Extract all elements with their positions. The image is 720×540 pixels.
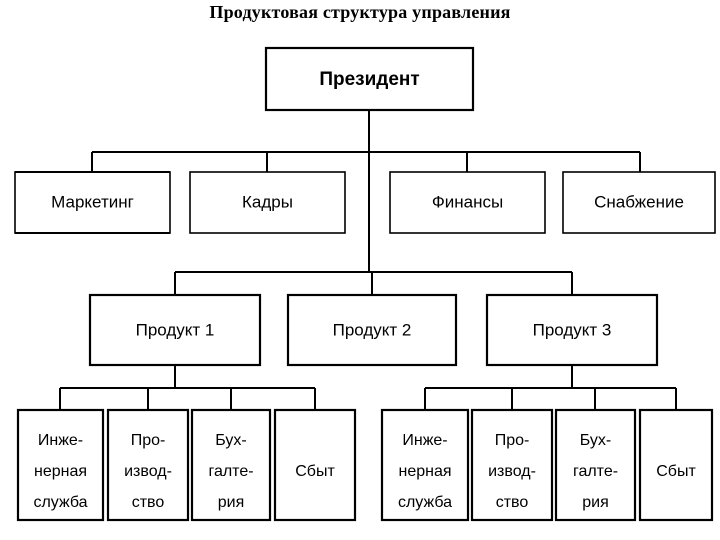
node-finance[interactable]: Финансы [389,171,546,234]
node-p1-engineering-label-line-2: нерная [34,463,87,480]
node-p3-accounting-label-line-1: Бух- [580,432,611,449]
node-hr[interactable]: Кадры [189,171,346,234]
node-p3-accounting[interactable]: Бух- галте- рия [554,408,637,522]
node-president-label: Президент [319,69,419,90]
node-p3-sales-label: Сбыт [656,463,696,480]
node-p1-engineering-label-line-3: служба [33,494,87,511]
node-product-1-box[interactable] [88,293,262,367]
connector-layer [59,110,677,410]
node-supply-label: Снабжение [594,192,684,211]
node-hr-box[interactable] [189,171,346,234]
page-title: Продуктовая структура управления [209,2,511,22]
node-marketing[interactable]: Маркетинг [14,171,171,234]
node-product-2-box[interactable] [286,293,458,367]
node-marketing-box-sides[interactable] [14,171,171,234]
node-product-2[interactable]: Продукт 2 [286,293,458,367]
node-supply[interactable]: Снабжение [562,171,716,234]
node-p1-production-label-line-2: извод- [124,463,172,480]
node-p1-engineering-box[interactable] [16,408,105,522]
node-p3-engineering-box[interactable] [380,408,470,522]
node-p3-production-label-line-1: Про- [495,432,530,449]
node-p1-engineering-label-line-1: Инже- [38,432,83,449]
node-president-box[interactable] [264,46,475,112]
node-product-2-label: Продукт 2 [333,320,412,339]
node-p3-production[interactable]: Про- извод- ство [470,408,554,522]
node-p1-production[interactable]: Про- извод- ство [106,408,190,522]
node-p1-accounting-box[interactable] [190,408,272,522]
node-p1-engineering[interactable]: Инже- нерная служба [16,408,105,522]
node-p3-accounting-label-line-3: рия [582,494,609,511]
node-finance-label: Финансы [432,192,503,211]
node-p1-production-label-line-3: ство [132,494,165,511]
node-p1-accounting[interactable]: Бух- галте- рия [190,408,272,522]
node-supply-box[interactable] [562,171,716,234]
node-p1-accounting-label-line-3: рия [218,494,245,511]
node-p3-sales[interactable]: Сбыт [638,408,714,522]
node-president[interactable]: Президент [264,46,475,112]
node-p1-production-label-line-1: Про- [131,432,166,449]
node-p3-accounting-box[interactable] [554,408,637,522]
node-p3-engineering-label-line-3: служба [398,494,452,511]
node-p1-sales-box[interactable] [273,408,357,522]
node-product-1-label: Продукт 1 [136,320,215,339]
node-product-3[interactable]: Продукт 3 [485,293,659,367]
node-hr-label: Кадры [242,192,293,211]
node-p3-production-box[interactable] [470,408,554,522]
node-p1-sales[interactable]: Сбыт [273,408,357,522]
node-p3-engineering-label-line-2: нерная [398,463,451,480]
node-p3-engineering[interactable]: Инже- нерная служба [380,408,470,522]
node-product-3-label: Продукт 3 [533,320,612,339]
node-p1-accounting-label-line-1: Бух- [215,432,246,449]
node-p1-accounting-label-line-2: галте- [208,463,253,480]
node-product-1[interactable]: Продукт 1 [88,293,262,367]
node-p3-accounting-label-line-2: галте- [573,463,618,480]
node-product-3-box[interactable] [485,293,659,367]
node-p3-sales-box[interactable] [638,408,714,522]
node-finance-box[interactable] [389,171,546,234]
node-marketing-label: Маркетинг [51,192,134,211]
node-p1-sales-label: Сбыт [295,463,335,480]
node-p3-production-label-line-2: извод- [488,463,536,480]
node-p1-production-box[interactable] [106,408,190,522]
node-p3-engineering-label-line-1: Инже- [402,432,447,449]
node-p3-production-label-line-3: ство [496,494,529,511]
